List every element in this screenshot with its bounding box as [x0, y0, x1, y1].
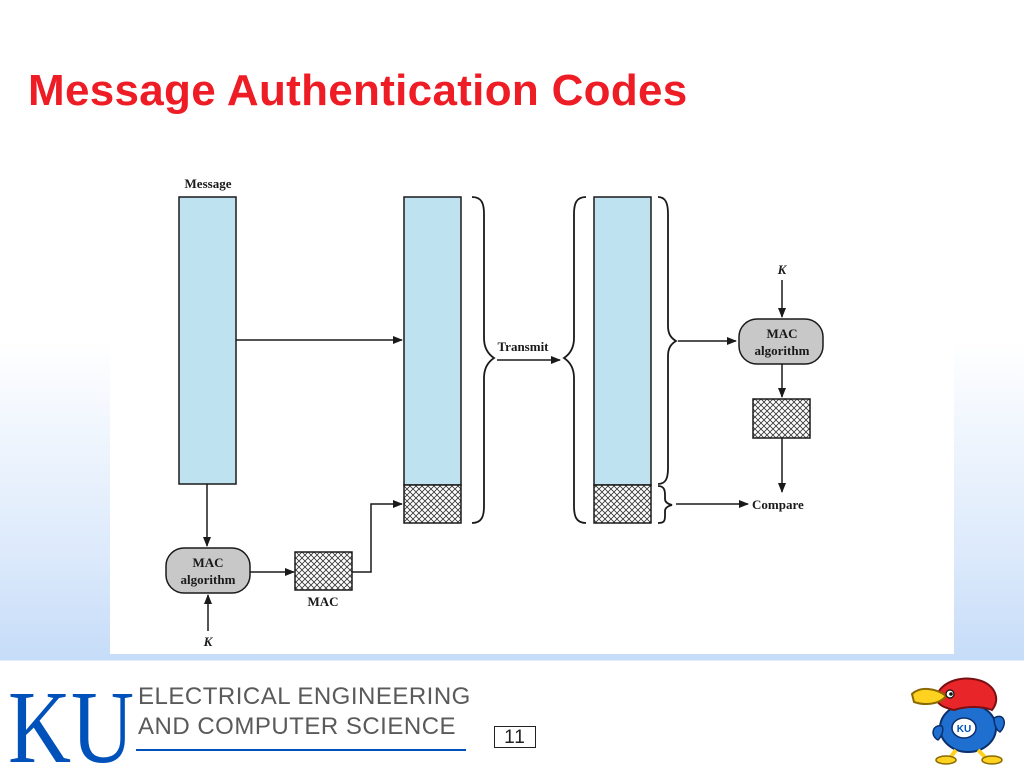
computed-mac-block [752, 398, 811, 439]
received-message-brace [657, 196, 678, 485]
receiver-left-brace [562, 196, 587, 524]
mac-to-append-arrow [352, 500, 403, 573]
slide-title: Message Authentication Codes [28, 66, 688, 115]
jayhawk-mascot-icon: KU [910, 677, 1005, 765]
sender-mac-algorithm-line2: algorithm [181, 572, 236, 587]
transmitted-mac-block [403, 484, 462, 524]
department-name-line1: ELECTRICAL ENGINEERING [138, 683, 471, 710]
sender-key-label: K [203, 634, 214, 649]
transmitted-message-block [403, 196, 462, 486]
received-mac-brace [657, 485, 673, 524]
sender-mac-block [294, 551, 353, 591]
receiver-mac-algorithm-line1: MAC [766, 326, 797, 341]
sender-mac-algorithm-line1: MAC [192, 555, 223, 570]
message-label: Message [185, 176, 232, 191]
sender-mac-algorithm [165, 547, 251, 594]
receiver-key-label: K [777, 262, 788, 277]
receiver-mac-algorithm [738, 318, 824, 365]
transmit-label: Transmit [497, 339, 549, 354]
page-number: 11 [494, 726, 536, 748]
department-name-line2: AND COMPUTER SCIENCE [138, 713, 457, 740]
ku-logo: KU [8, 676, 134, 768]
sender-brace [471, 196, 496, 524]
sender-mac-label: MAC [307, 594, 338, 609]
mac-diagram: Message MAC algorithm K MAC Transmit [110, 168, 954, 654]
footer-rule [136, 749, 466, 751]
compare-label: Compare [752, 497, 804, 512]
received-message-block [593, 196, 652, 486]
receiver-mac-algorithm-line2: algorithm [755, 343, 810, 358]
message-block [178, 196, 237, 485]
received-mac-block [593, 484, 652, 524]
svg-text:KU: KU [957, 724, 971, 735]
ku-logo-text: KU [8, 676, 134, 768]
